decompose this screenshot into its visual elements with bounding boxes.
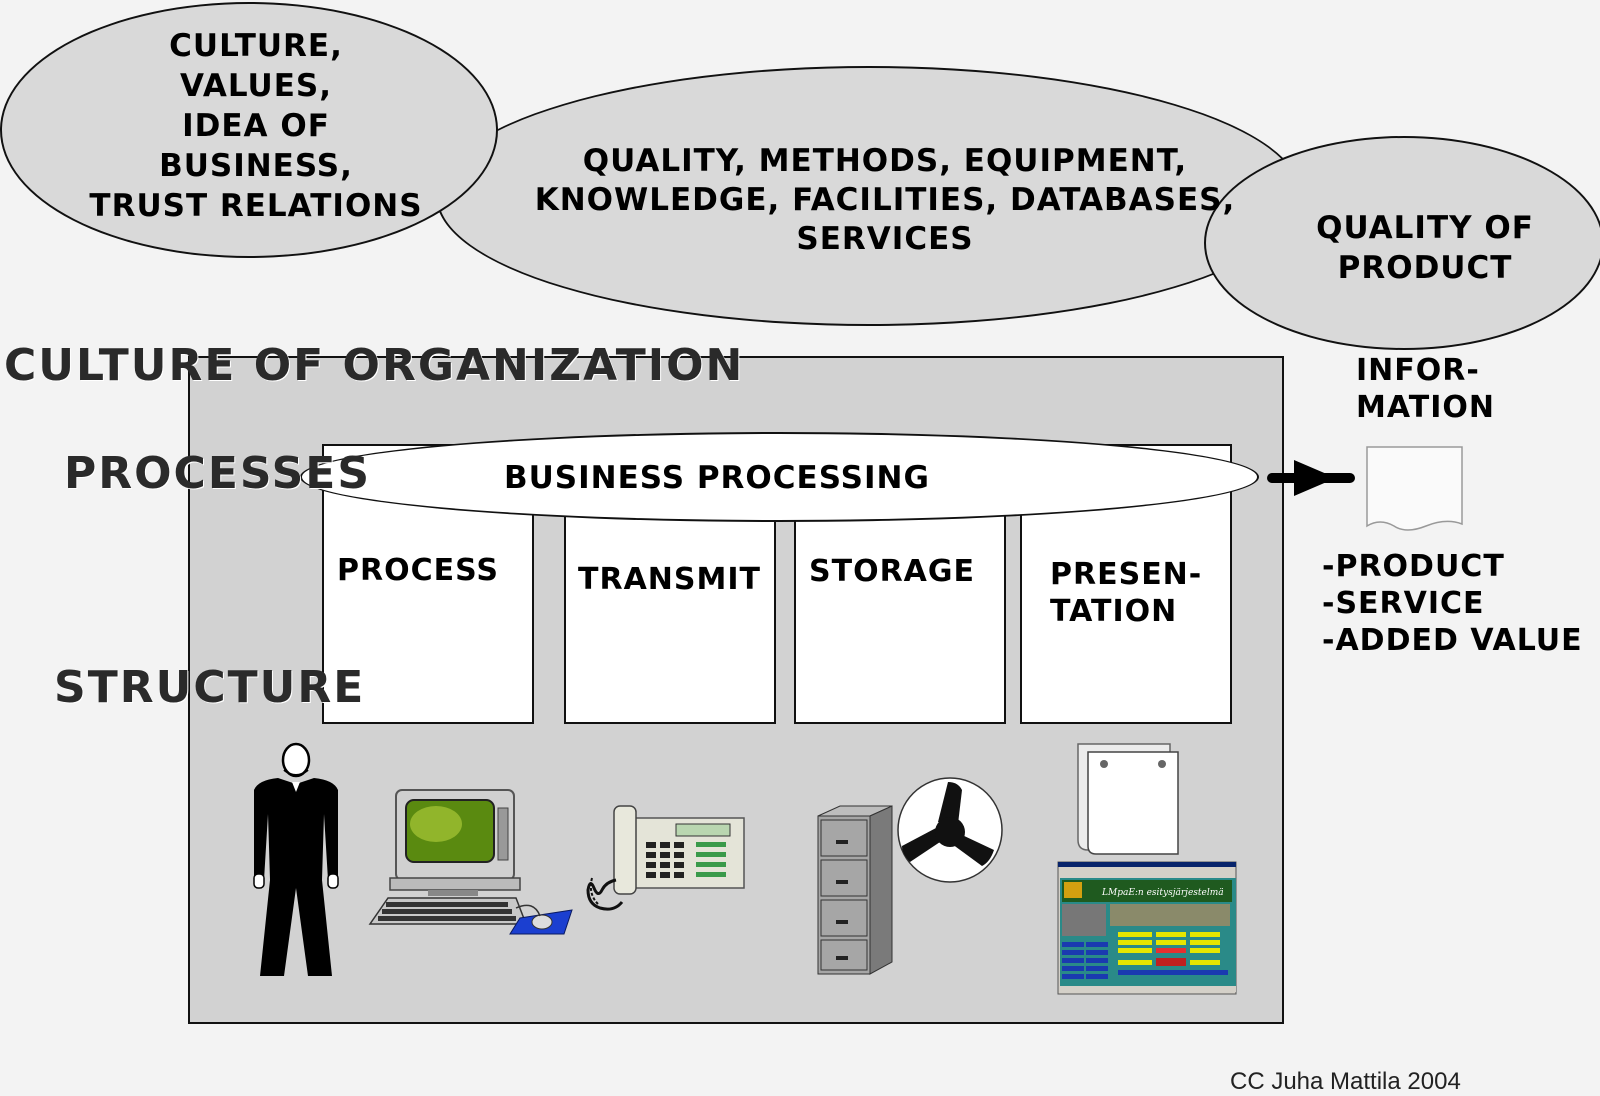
webpage-screenshot-icon: LMpaE:n esitysjärjestelmä	[1057, 861, 1237, 995]
structure-label: STRUCTURE	[54, 662, 366, 713]
arrow-right-icon	[1267, 460, 1355, 496]
culture-text: CULTURE, VALUES, IDEA OF BUSINESS, TRUST…	[89, 28, 423, 224]
information-label: INFOR- MATION	[1356, 353, 1495, 425]
transmit-label: TRANSMIT	[578, 562, 761, 597]
filing-cabinet-icon	[817, 805, 893, 975]
webpage-title: LMpaE:n esitysjärjestelmä	[1101, 888, 1224, 898]
fan-icon	[897, 777, 1003, 883]
quality-methods-ellipse	[436, 66, 1302, 326]
process-label: PROCESS	[337, 553, 499, 588]
quality-product-text: QUALITY OF PRODUCT	[1316, 210, 1534, 286]
notepad-icon	[1077, 743, 1179, 855]
telephone-icon	[586, 805, 745, 911]
document-icon	[1366, 446, 1463, 531]
culture-ellipse	[0, 2, 498, 258]
quality-methods-text: QUALITY, METHODS, EQUIPMENT, KNOWLEDGE, …	[534, 143, 1236, 257]
culture-of-organization-label: CULTURE OF ORGANIZATION	[4, 340, 745, 391]
quality-product-ellipse	[1204, 136, 1600, 350]
business-processing-label: BUSINESS PROCESSING	[504, 460, 930, 496]
computer-icon	[368, 789, 573, 935]
presentation-label: PRESEN- TATION	[1050, 557, 1203, 629]
storage-label: STORAGE	[809, 554, 976, 589]
business-processing-ellipse	[300, 432, 1259, 522]
person-icon	[253, 742, 339, 976]
processes-label: PROCESSES	[64, 448, 372, 499]
outputs-list: -PRODUCT -SERVICE -ADDED VALUE	[1322, 549, 1583, 658]
credit-text: CC Juha Mattila 2004	[1230, 1068, 1461, 1095]
